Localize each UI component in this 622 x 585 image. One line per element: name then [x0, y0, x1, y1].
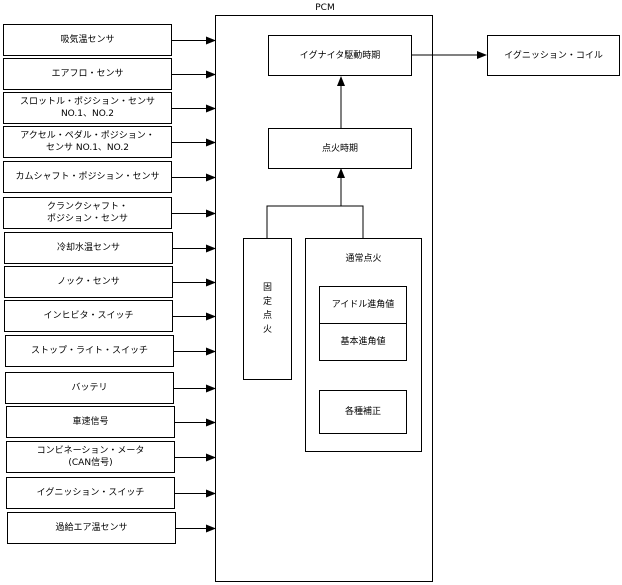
pcm-box: [215, 15, 433, 582]
ignition-timing-box: 点火時期: [268, 128, 412, 169]
input-box: ストップ・ライト・スイッチ: [5, 335, 174, 367]
base-advance-box: 基本進角値: [319, 323, 407, 361]
idle-advance-box: アイドル進角値: [319, 286, 407, 324]
fixed-ignition-box: 固定点火: [243, 238, 292, 380]
input-box: エアフロ・センサ: [3, 58, 172, 90]
pcm-title: PCM: [315, 3, 335, 13]
input-box: バッテリ: [5, 372, 174, 404]
corrections-box: 各種補正: [319, 390, 407, 434]
merge-line: [266, 205, 364, 238]
input-box: スロットル・ポジション・センサ NO.1、NO.2: [3, 92, 172, 124]
input-arrows: [172, 36, 216, 533]
input-box: クランクシャフト・ ポジション・センサ: [3, 197, 172, 229]
input-box: アクセル・ペダル・ポジション・ センサ NO.1、NO.2: [3, 126, 172, 158]
input-box: インヒビタ・スイッチ: [4, 300, 173, 332]
input-box: イグニッション・スイッチ: [6, 477, 175, 509]
igniter-timing-box: イグナイタ駆動時期: [268, 35, 412, 76]
input-box: ノック・センサ: [4, 266, 173, 298]
input-box: 冷却水温センサ: [4, 232, 173, 264]
fixed-ignition-label: 固定点火: [262, 283, 272, 335]
normal-ignition-label: 通常点火: [345, 254, 382, 264]
input-box: 車速信号: [6, 406, 175, 438]
input-box: 吸気温センサ: [3, 24, 172, 56]
ignition-coil-box: イグニッション・コイル: [487, 35, 620, 76]
input-box: 過給エア温センサ: [7, 512, 176, 544]
input-box: カムシャフト・ポジション・センサ: [3, 161, 172, 193]
input-box: コンビネーション・メータ (CAN信号): [6, 441, 175, 473]
